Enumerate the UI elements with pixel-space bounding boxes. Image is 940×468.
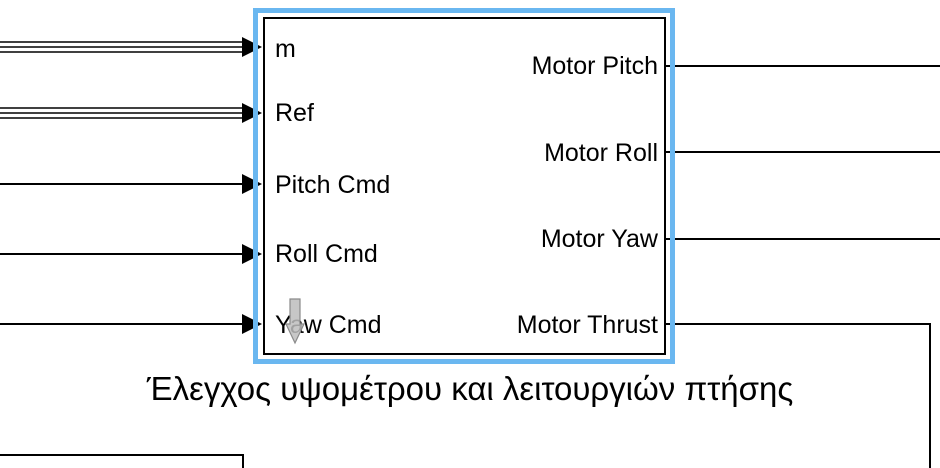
output-port-label-motor-thrust: Motor Thrust [516, 311, 658, 339]
arrow-head-icon [242, 174, 262, 194]
arrow-head-icon [242, 244, 262, 264]
output-line-motor-thrust[interactable] [666, 323, 931, 468]
input-port-label-roll-cmd: Roll Cmd [275, 240, 378, 268]
input-port-label-m: m [275, 35, 296, 63]
subsystem-block[interactable] [263, 17, 666, 355]
input-line-roll-cmd[interactable] [0, 244, 262, 264]
input-line-ref[interactable] [0, 103, 262, 123]
input-line-yaw-cmd[interactable] [0, 314, 262, 334]
arrow-head-icon [242, 37, 262, 57]
block-selection-outline [253, 8, 675, 364]
input-port-label-ref: Ref [275, 99, 314, 127]
output-port-label-motor-roll: Motor Roll [544, 139, 658, 167]
block-caption[interactable]: Έλεγχος υψομέτρου και λειτουργιών πτήσης [146, 370, 794, 407]
output-port-label-motor-pitch: Motor Pitch [531, 52, 658, 80]
arrow-head-icon [242, 103, 262, 123]
arrow-head-icon [242, 314, 262, 334]
down-arrow-cursor-icon [285, 298, 305, 345]
input-line-m[interactable] [0, 37, 262, 57]
partial-signal-line[interactable] [0, 454, 244, 468]
input-port-label-pitch-cmd: Pitch Cmd [275, 171, 391, 199]
input-line-pitch-cmd[interactable] [0, 174, 262, 194]
output-port-label-motor-yaw: Motor Yaw [540, 225, 658, 253]
